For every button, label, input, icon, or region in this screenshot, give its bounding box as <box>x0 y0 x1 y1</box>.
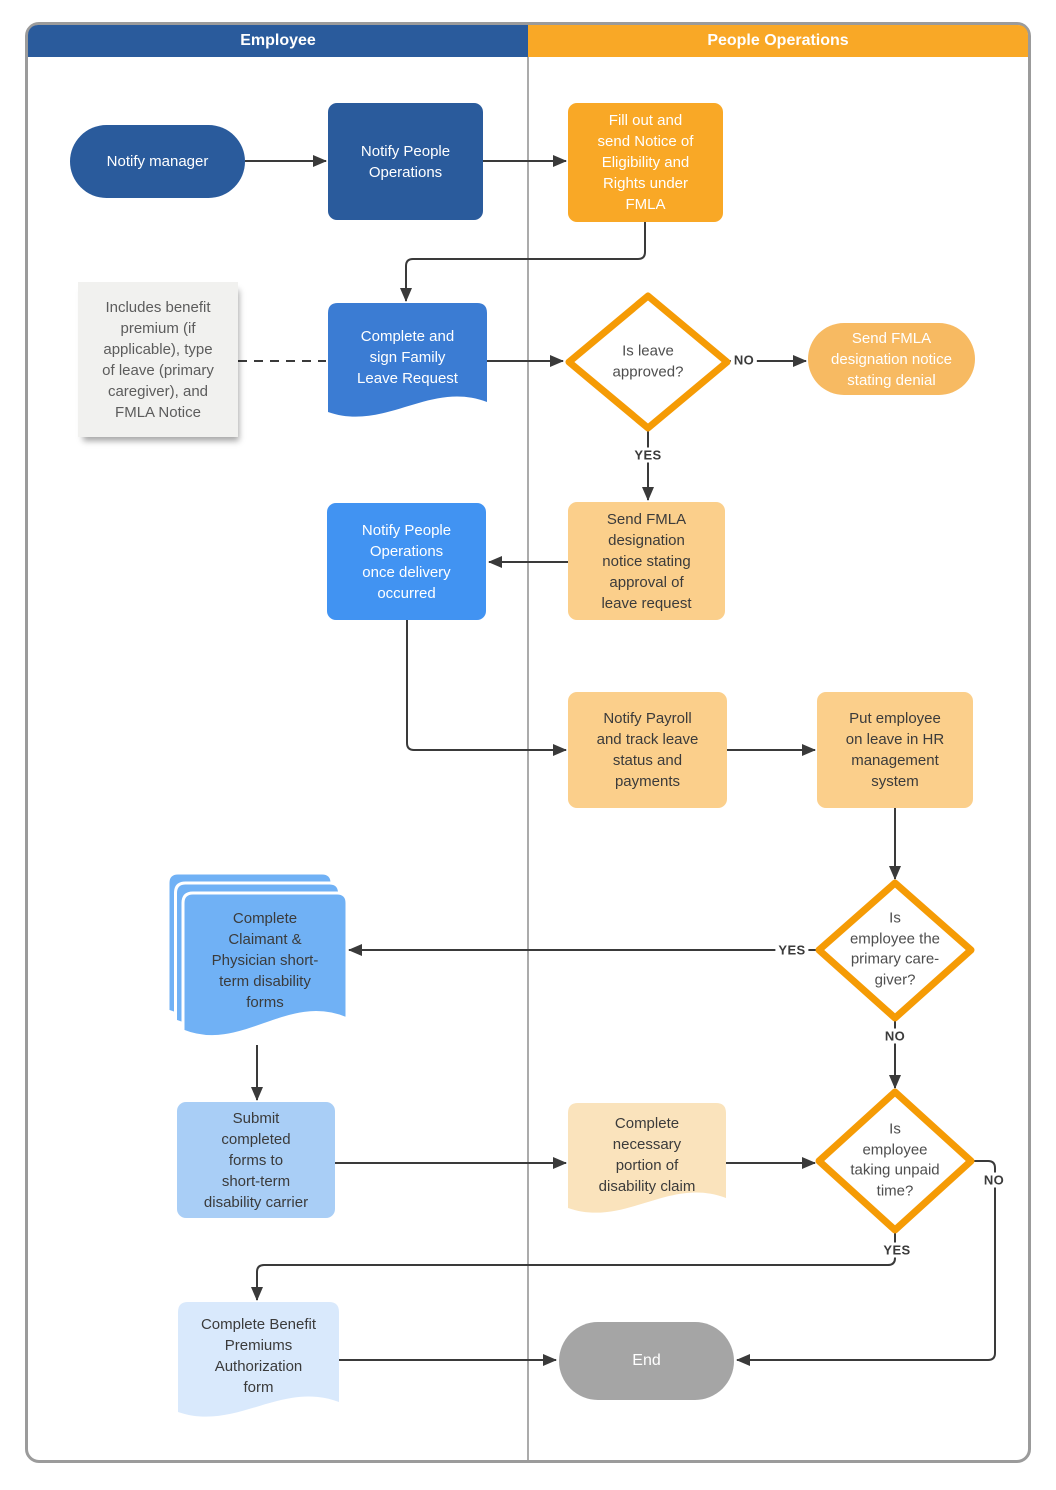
lane-header-people-operations: People Operations <box>528 25 1028 57</box>
connector-unpaid-yes-premiums <box>251 1230 896 1301</box>
node-notify-payroll-track-leave: Notify Payroll and track leave status an… <box>568 692 727 808</box>
connector-delivery-to-payroll <box>406 620 567 756</box>
lane-header-employee: Employee <box>28 25 528 57</box>
edge-label-caregiver-no: NO <box>881 1028 909 1044</box>
node-send-fmla-denial: Send FMLA designation notice stating den… <box>808 323 975 395</box>
multi-document-shape <box>168 873 347 1038</box>
node-end-terminator: End <box>559 1322 734 1400</box>
decision-diamond-unpaid-time <box>815 1088 975 1234</box>
node-fill-out-notice-fmla: Fill out and send Notice of Eligibility … <box>568 103 723 222</box>
node-notify-people-ops-delivery: Notify People Operations once delivery o… <box>327 503 486 620</box>
document-label: Complete necessary portion of disability… <box>598 1115 696 1195</box>
node-put-employee-on-leave: Put employee on leave in HR management s… <box>817 692 973 808</box>
node-submit-completed-forms: Submit completed forms to short-term dis… <box>177 1102 335 1218</box>
document-shape <box>178 1302 339 1417</box>
decision-label-primary-caregiver: Is employee the primary care- giver? <box>849 909 941 989</box>
edge-label-unpaid-yes: YES <box>880 1242 914 1258</box>
connector-notice-to-request <box>400 222 646 302</box>
edge-label-leave-no: NO <box>730 352 758 368</box>
node-notify-manager: Notify manager <box>70 125 245 198</box>
node-complete-benefit-premiums-form: Complete Benefit Premiums Authorization … <box>178 1302 339 1424</box>
decision-diamond-primary-caregiver <box>815 879 975 1022</box>
edge-label-caregiver-yes: YES <box>775 942 809 958</box>
node-complete-sign-family-leave-request: Complete and sign Family Leave Request <box>328 303 487 425</box>
connector-unpaid-no-end <box>736 1160 996 1366</box>
document-shape <box>328 303 487 417</box>
document-label: Complete and sign Family Leave Request <box>357 327 458 387</box>
edge-label-unpaid-no: NO <box>980 1172 1008 1188</box>
note-benefit-premium: Includes benefit premium (if applicable)… <box>78 282 238 437</box>
decision-label-unpaid-time: Is employee taking unpaid time? <box>850 1120 940 1200</box>
document-label: Complete Claimant & Physician short- ter… <box>211 910 319 1011</box>
decision-label-leave-approved: Is leave approved? <box>612 342 684 380</box>
node-complete-disability-claim-portion: Complete necessary portion of disability… <box>568 1103 726 1221</box>
document-label: Complete Benefit Premiums Authorization … <box>200 1316 317 1396</box>
node-complete-claimant-physician-forms: Complete Claimant & Physician short- ter… <box>168 873 347 1048</box>
edge-label-leave-yes: YES <box>631 447 665 463</box>
node-send-fmla-approval: Send FMLA designation notice stating app… <box>568 502 725 620</box>
document-shape <box>568 1103 726 1213</box>
node-notify-people-operations: Notify People Operations <box>328 103 483 220</box>
decision-diamond-leave-approved <box>565 292 731 432</box>
lane-divider <box>527 57 529 1460</box>
